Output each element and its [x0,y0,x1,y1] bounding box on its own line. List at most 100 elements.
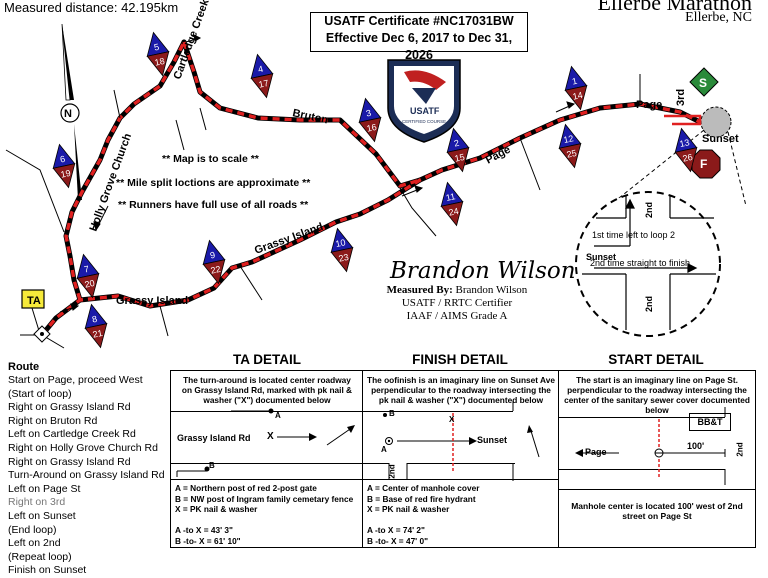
mile-marker-9: 922 [202,239,226,285]
mile-number-second: 17 [258,78,270,90]
mile-marker-5: 518 [146,31,170,77]
side-roads [5,74,641,349]
svg-text:N: N [64,108,72,120]
route-step: (Start of loop) [8,387,72,400]
start-marker: S [689,67,719,97]
inset-line1: 1st time left to loop 2 [592,230,675,240]
street-3rd: 3rd [675,89,687,106]
ta-label: TA [27,295,41,307]
start-label: S [699,76,707,90]
route-step: Finish on Sunset [8,564,87,577]
finish-inset: 2nd 2nd Sunset 1st time left to loop 2 2… [575,191,721,337]
mile-marker-bottom [440,201,464,227]
finish-label: F [700,157,707,171]
ta-road-label: Grassy Island Rd [177,433,251,443]
mile-number-first: 4 [257,64,264,75]
start-detail-drawing [575,407,726,485]
finish-road-edge [407,463,515,464]
finish-detail-drawing [383,401,540,481]
mile-marker-bottom [76,273,100,299]
mile-marker-bottom [358,117,382,143]
start-detail-desc: The start is an imaginary line on Page S… [564,375,750,415]
measured-by-name: Brandon Wilson [455,284,528,296]
mile-marker-3: 316 [358,97,382,143]
note-roads: ** Runners have full use of all roads ** [118,199,309,211]
inset-line2: 2nd time straight to finish [590,258,690,268]
route-step: Left on 2nd [8,537,61,550]
start-detail-heading: START DETAIL [608,352,704,367]
route-step: Left on Sunset [8,509,76,522]
note-scale: ** Map is to scale ** [162,153,260,165]
mile-marker-bottom [674,147,698,173]
mile-marker-bottom [446,147,470,173]
finish-road-label: Sunset [477,435,508,445]
mile-marker-6: 619 [52,143,76,189]
route-list: Start on Page, proceed West (Start of lo… [8,374,165,578]
mile-marker-bottom [202,259,226,285]
start-road-edge [559,469,725,470]
start-note-divider [559,489,755,490]
route-step: (Repeat loop) [8,550,72,563]
start-distance-label: 100' [687,441,705,451]
mile-number-first: 5 [153,42,160,53]
street-page-2: Page [636,99,662,111]
bank-building: BB&T [689,413,731,431]
route-step: Right on Holly Grove Church Rd [8,441,158,454]
route-step: (End loop) [8,523,57,536]
ta-x-mark: X [267,431,274,442]
turnaround-marker: TA [21,289,51,343]
ta-detail-desc: The turn-around is located center roadwa… [181,375,353,405]
mile-number-first: 7 [83,264,90,275]
route-step: Right on 3rd [8,496,66,509]
legend-line: X = PK nail & washer [175,504,258,514]
measurer-credential-2: IAAF / AIMS Grade A [406,310,508,322]
ta-detail-box: The turn-around is located center roadwa… [170,370,364,548]
mile-number-second: 22 [210,264,222,276]
inset-2nd-bottom: 2nd [644,296,654,312]
mile-marker-bottom [146,51,170,77]
finish-road-edge [363,463,389,464]
measurer-block: Measured By: Brandon Wilson USATF / RRTC… [372,284,542,323]
measured-by-label: Measured By: [386,284,453,296]
course-map: N Cartledge Creek Bruton Holly [5,0,747,349]
mile-number-first: 9 [209,250,216,261]
finish-road-edge [363,411,513,412]
certificate-box: USATF Certificate #NC17031BW Effective D… [310,12,528,62]
mile-number-first: 13 [679,137,691,149]
ta-detail-heading: TA DETAIL [233,352,301,367]
legend-line: A = Center of manhole cover [367,483,480,493]
mile-number-first: 8 [91,314,98,325]
mile-number-second: 20 [84,278,96,290]
mile-marker-1: 114 [564,65,588,111]
finish-x-mark: X [449,415,455,424]
ta-road-edge [171,463,363,464]
route-step: Right on Grassy Island Rd [8,401,131,414]
legend-line: B -to- X = 61' 10" [175,535,241,546]
race-title: Ellerbe Marathon [597,0,752,15]
ta-a-label: A [275,411,281,420]
mile-number-second: 23 [338,252,350,264]
finish-detail-box: The oofinish is an imaginary line on Sun… [362,370,560,548]
legend-line: A = Northern post of red 2-post gate [175,483,317,493]
mile-marker-bottom [558,143,582,169]
mile-markers: 1142153164175186197208219221023112412251… [52,31,698,349]
mile-number-second: 25 [566,148,578,160]
inset-sunset: Sunset [586,252,616,262]
certificate-dates: Effective Dec 6, 2017 to Dec 31, 2026 [325,31,513,62]
mile-marker-4: 417 [250,53,274,99]
mile-marker-8: 821 [84,303,108,349]
finish-legend: A = Center of manhole cover B = Base of … [367,483,479,546]
finish-marker: F [691,149,721,179]
mile-marker-bottom [250,73,274,99]
finish-b-label: B [389,409,395,418]
mile-number-first: 3 [365,108,372,119]
mile-marker-bottom [52,163,76,189]
legend-line: B -to- X = 47' 0" [367,535,429,546]
legend-line [175,515,353,526]
start-2nd-label: 2nd [735,442,745,457]
measurer-credential-1: USATF / RRTC Certifier [401,297,513,309]
mile-number-first: 11 [445,191,456,203]
route-step: Start on Page, proceed West [8,374,143,386]
